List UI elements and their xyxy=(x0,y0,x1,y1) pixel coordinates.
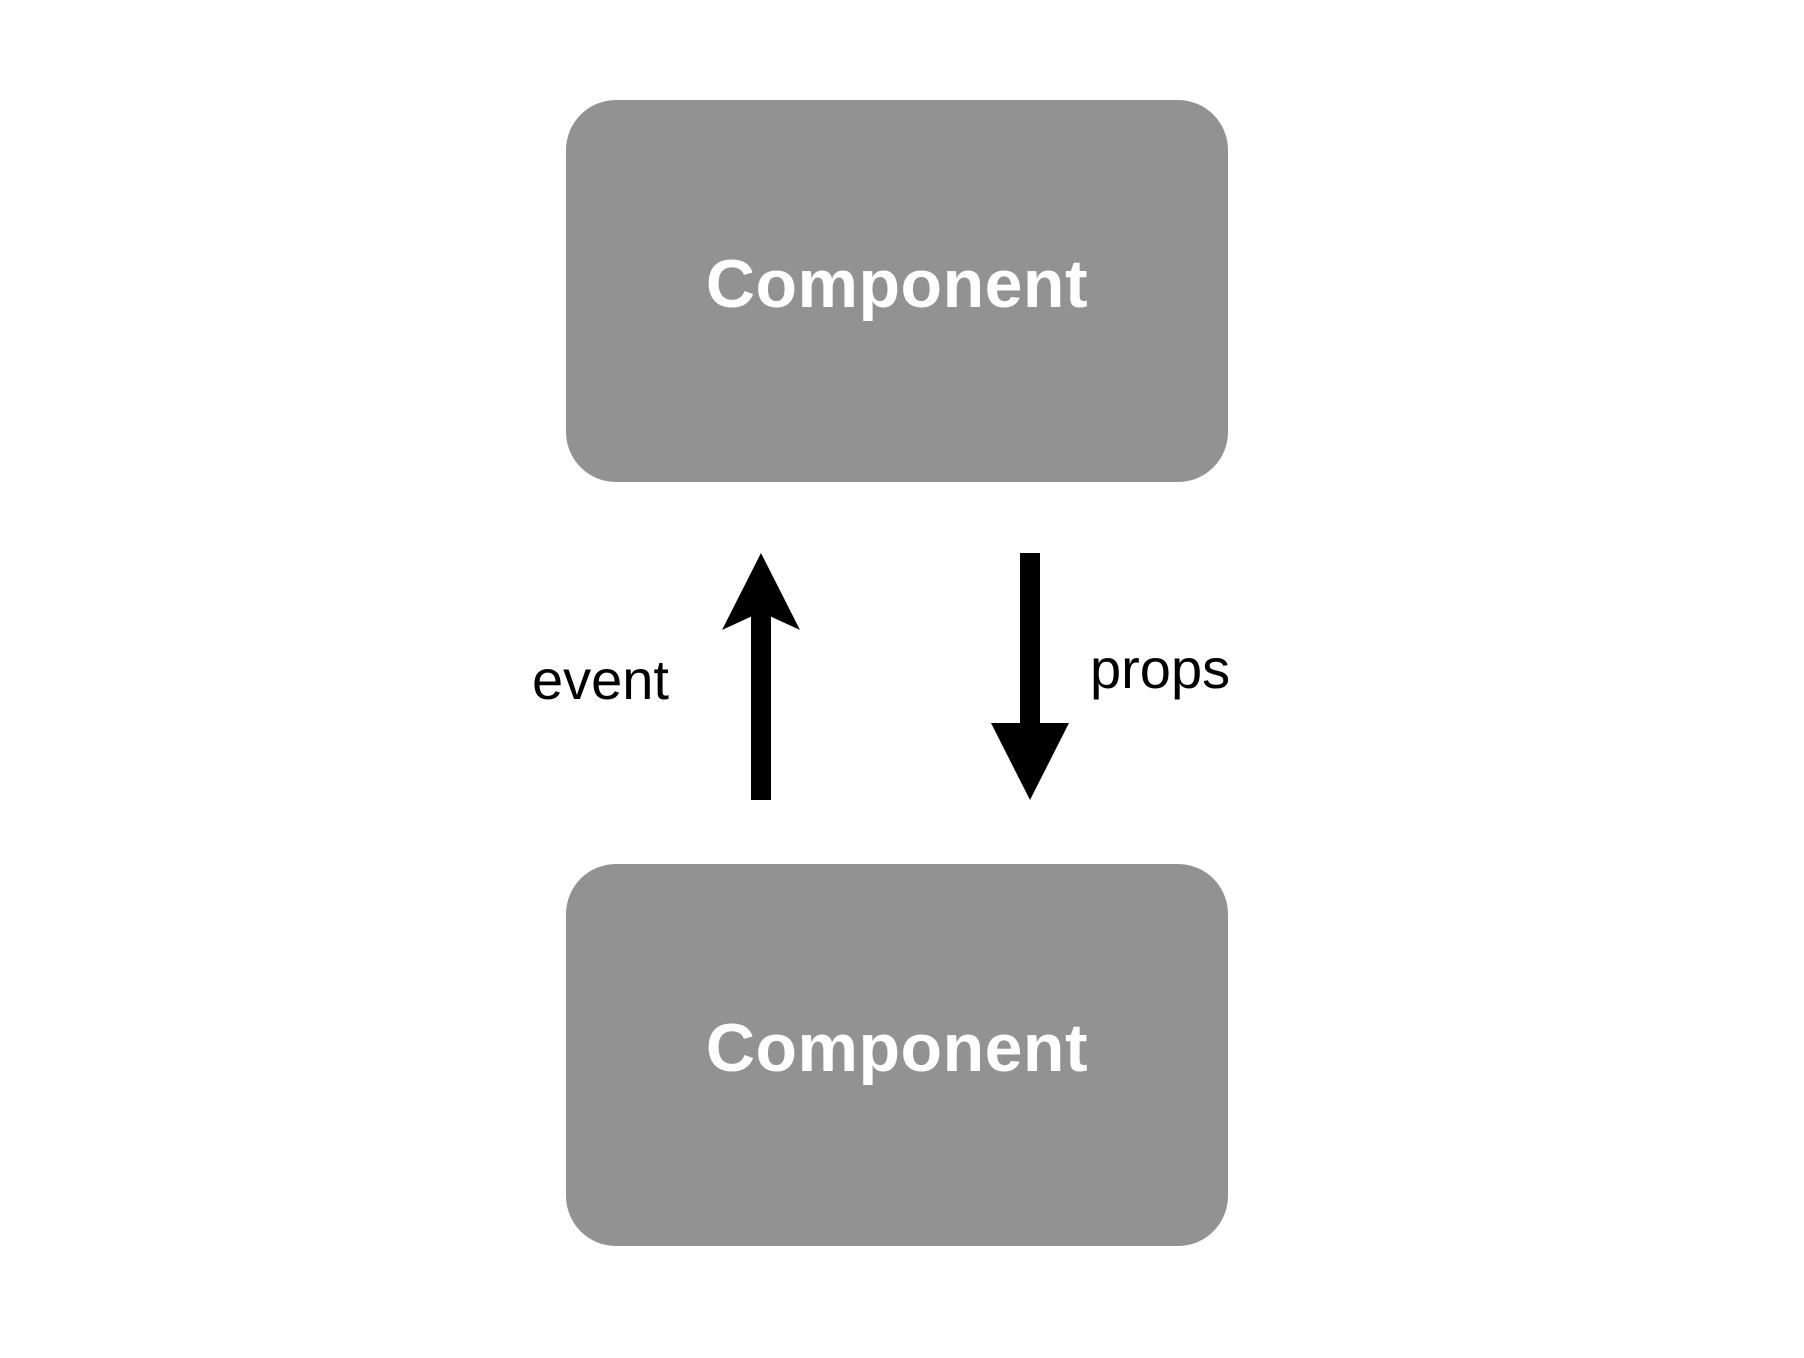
props-arrow-down xyxy=(991,553,1069,800)
component-node-label: Component xyxy=(705,246,1089,322)
event-arrow-up xyxy=(722,553,800,800)
event-arrow-shaft xyxy=(751,612,771,800)
edge-label-props: props xyxy=(1090,637,1231,700)
event-arrow-head xyxy=(722,553,800,630)
props-arrow-shaft xyxy=(1020,553,1040,723)
component-node-top: Component xyxy=(566,100,1228,482)
component-node-bottom: Component xyxy=(566,864,1228,1246)
component-node-label: Component xyxy=(705,1010,1089,1086)
edge-label-event: event xyxy=(532,648,669,711)
props-arrow-head xyxy=(991,723,1069,800)
